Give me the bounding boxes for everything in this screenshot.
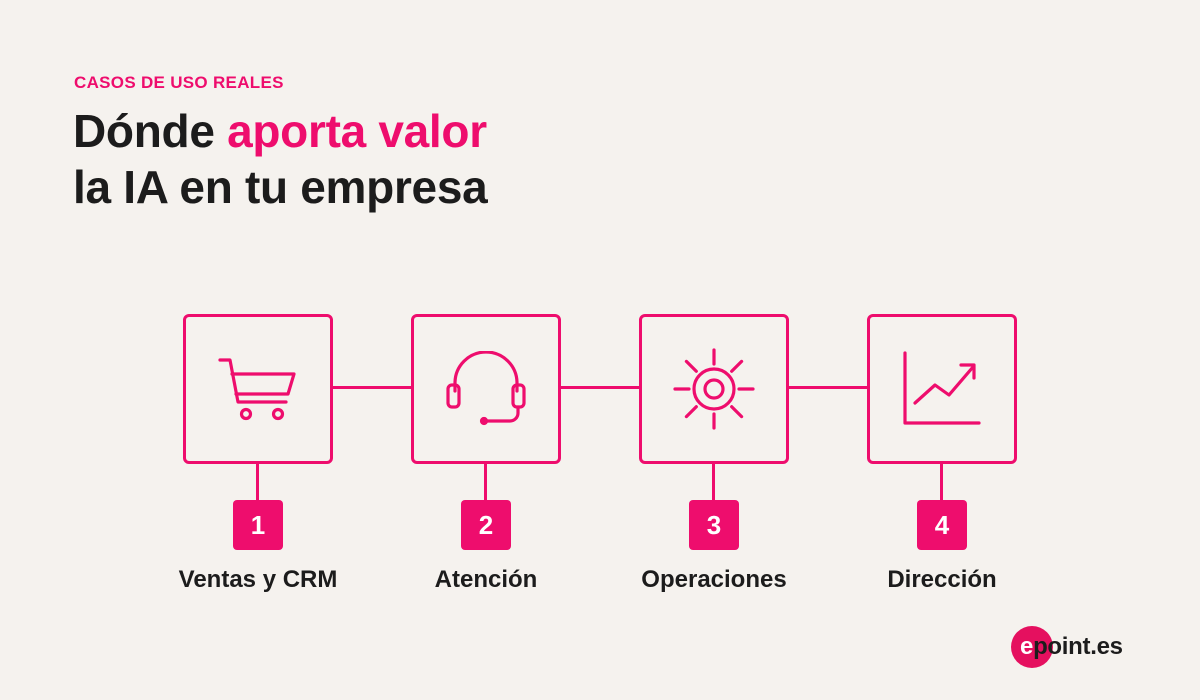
step-stem-2 [484,464,487,500]
title-prefix: Dónde [73,105,228,157]
step-number-badge-4: 4 [917,500,967,550]
step-stem-1 [256,464,259,500]
step-stem-4 [940,464,943,500]
logo-text: epoint.es [1020,633,1123,661]
step-number-badge-2: 2 [461,500,511,550]
step-card-ventas [183,314,333,464]
brand-logo: epoint.es [1011,626,1161,668]
connector-3-4 [788,386,868,389]
headset-icon [443,351,529,427]
gear-icon [671,346,757,432]
step-number-badge-3: 3 [689,500,739,550]
step-card-operaciones [639,314,789,464]
logo-circle [1011,626,1053,668]
title-accent: aporta valor [227,105,487,157]
step-stem-3 [712,464,715,500]
step-label-1: Ventas y CRM [178,566,338,593]
trend-chart-icon [901,349,983,429]
title-line-2: la IA en tu empresa [73,161,488,213]
connector-2-3 [560,386,640,389]
step-number-badge-1: 1 [233,500,283,550]
step-label-3: Operaciones [641,566,787,593]
shopping-cart-icon [216,354,300,424]
step-label-4: Dirección [887,566,997,593]
step-card-direccion [867,314,1017,464]
page-title: Dónde aporta valor la IA en tu empresa [73,103,488,215]
logo-rest: point.es [1033,633,1123,660]
logo-letter-e: e [1020,633,1034,660]
step-label-2: Atención [434,566,538,593]
connector-1-2 [332,386,412,389]
eyebrow-label: CASOS DE USO REALES [74,73,284,92]
step-card-atencion [411,314,561,464]
